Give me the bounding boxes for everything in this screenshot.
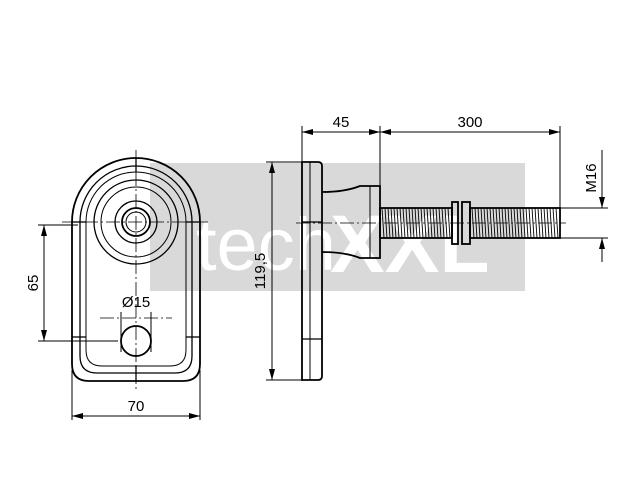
- thread-line: [531, 207, 535, 239]
- thread-line: [396, 207, 400, 239]
- label-65: 65: [25, 275, 42, 292]
- thread-line: [408, 207, 412, 239]
- thread-line: [525, 207, 529, 239]
- plate-outline-step: [85, 171, 187, 367]
- thread-line: [390, 207, 394, 239]
- arrow-45-right: [369, 129, 380, 135]
- thread-line: [447, 207, 451, 239]
- arrow-119-top: [269, 162, 275, 173]
- thread-line: [423, 207, 427, 239]
- arrow-119-bottom: [269, 369, 275, 380]
- dimension-65: 65: [25, 224, 118, 342]
- arrow-300-left: [380, 129, 391, 135]
- thread-line: [516, 207, 520, 239]
- arrow-65-bottom: [41, 330, 47, 341]
- arrow-70-right: [189, 413, 200, 419]
- thread-line: [510, 207, 514, 239]
- thread-line: [540, 207, 544, 239]
- thread-line: [432, 207, 436, 239]
- thread-hatching: [381, 207, 559, 239]
- thread-line: [504, 207, 508, 239]
- thread-line: [498, 207, 502, 239]
- thread-line: [420, 207, 424, 239]
- thread-line: [480, 207, 484, 239]
- label-119-5: 119,5: [252, 253, 269, 289]
- dimension-300: 300: [380, 114, 561, 208]
- side-plate: [301, 161, 323, 381]
- thread-line: [414, 207, 418, 239]
- thread-line: [522, 207, 526, 239]
- dimension-m16: M16: [560, 150, 608, 262]
- arrow-300-right: [549, 129, 560, 135]
- thread-line: [492, 207, 496, 239]
- thread-line: [483, 207, 487, 239]
- thread-line: [381, 207, 385, 239]
- dimension-45: 45: [301, 114, 381, 186]
- thread-line: [444, 207, 448, 239]
- thread-line: [411, 207, 415, 239]
- dimension-hole: Ø15: [120, 294, 152, 352]
- thread-line: [441, 207, 445, 239]
- thread-line: [495, 207, 499, 239]
- thread-line: [384, 207, 388, 239]
- thread-line: [477, 207, 481, 239]
- thread-line: [555, 207, 559, 239]
- label-m16: M16: [583, 163, 600, 192]
- arrow-m16-bottom: [599, 238, 605, 249]
- thread-line: [489, 207, 493, 239]
- plate-outline-outer: [71, 157, 201, 382]
- thread-line: [546, 207, 550, 239]
- thread-line: [402, 207, 406, 239]
- thread-line: [417, 207, 421, 239]
- thread-line: [438, 207, 442, 239]
- thread-line: [471, 207, 475, 239]
- thread-line: [426, 207, 430, 239]
- thread-line: [429, 207, 433, 239]
- watermark: tech XXL: [150, 163, 525, 291]
- arrow-m16-top: [599, 197, 605, 208]
- thread-line: [534, 207, 538, 239]
- thread-line: [549, 207, 553, 239]
- dimension-70: 70: [71, 370, 201, 420]
- dimension-119-5: 119,5: [252, 161, 310, 381]
- thread-line: [537, 207, 541, 239]
- thread-line: [528, 207, 532, 239]
- thread-line: [519, 207, 523, 239]
- thread-line: [399, 207, 403, 239]
- thread-line: [387, 207, 391, 239]
- arrow-45-left: [302, 129, 313, 135]
- arrow-70-left: [72, 413, 83, 419]
- label-hole-diameter: Ø15: [122, 294, 150, 311]
- label-300: 300: [457, 114, 482, 131]
- thread-line: [513, 207, 517, 239]
- plate-outline-inner: [79, 165, 193, 374]
- thread-line: [474, 207, 478, 239]
- thread-line: [435, 207, 439, 239]
- watermark-text-tech: tech: [196, 203, 336, 286]
- label-45: 45: [333, 114, 350, 131]
- front-view: [62, 150, 210, 390]
- arrow-65-top: [41, 225, 47, 236]
- thread-line: [507, 207, 511, 239]
- thread-line: [393, 207, 397, 239]
- thread-line: [552, 207, 556, 239]
- thread-line: [543, 207, 547, 239]
- thread-line: [501, 207, 505, 239]
- thread-line: [405, 207, 409, 239]
- thread-line: [486, 207, 490, 239]
- label-70: 70: [128, 398, 145, 415]
